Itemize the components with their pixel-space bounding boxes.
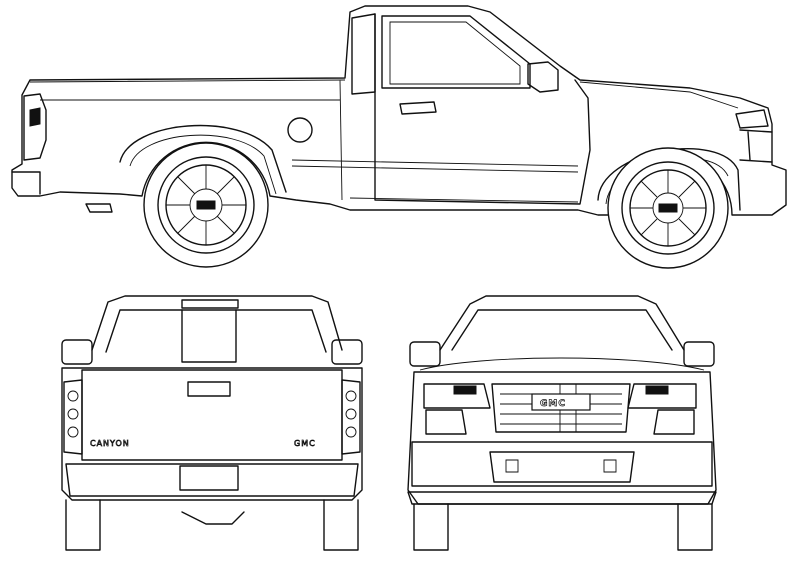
front-grille-outline bbox=[491, 383, 631, 433]
rear-rim-spokes bbox=[166, 165, 246, 245]
front-headlight-left bbox=[423, 383, 491, 409]
rear-license-plate bbox=[179, 465, 239, 491]
front-tire-right bbox=[677, 503, 713, 551]
side-door-window bbox=[381, 15, 531, 89]
rear-lamp-left-3 bbox=[67, 426, 79, 438]
side-rear-fender-flare bbox=[119, 124, 287, 193]
side-rear-bumper bbox=[11, 171, 41, 195]
side-window-inner bbox=[389, 21, 521, 85]
side-door-handle bbox=[399, 101, 437, 115]
side-bowtie-mark bbox=[29, 107, 41, 127]
front-view: GMC bbox=[407, 295, 717, 551]
rear-brake-light bbox=[181, 299, 239, 309]
rear-tire-right bbox=[323, 499, 359, 551]
front-foglight-right bbox=[653, 409, 695, 435]
side-front-wheel bbox=[607, 147, 729, 269]
front-tire-inner bbox=[621, 161, 715, 255]
front-tow-hooks bbox=[505, 459, 617, 473]
front-signal-left bbox=[453, 385, 477, 395]
front-lower-valance bbox=[407, 491, 717, 505]
front-foglight-left bbox=[425, 409, 467, 435]
rear-tire-left bbox=[65, 499, 101, 551]
side-body-molding bbox=[291, 159, 579, 173]
rear-taillight-right bbox=[341, 379, 361, 455]
side-front-fascia bbox=[739, 129, 773, 163]
side-door-outline bbox=[374, 13, 591, 205]
front-grille-logo-plate bbox=[531, 393, 591, 411]
rear-sliding-window bbox=[181, 309, 237, 363]
front-tire-left bbox=[413, 503, 449, 551]
tailgate-model-badge: CANYON bbox=[90, 439, 130, 448]
side-rear-window bbox=[351, 13, 376, 95]
rear-hitch bbox=[181, 511, 245, 525]
front-mirror-right bbox=[683, 341, 715, 367]
rear-hub-logo-bg bbox=[196, 200, 216, 210]
side-rear-fender-flare-inner bbox=[129, 134, 277, 195]
tailgate-brand-badge: GMC bbox=[294, 439, 316, 448]
front-air-intake bbox=[489, 451, 635, 483]
rear-window bbox=[105, 309, 327, 353]
front-mirror-left bbox=[409, 341, 441, 367]
side-mirror bbox=[527, 61, 559, 93]
rear-mirror-left bbox=[61, 339, 93, 365]
front-bumper bbox=[411, 441, 713, 487]
side-bed-top bbox=[29, 79, 346, 201]
rear-mirror-right bbox=[331, 339, 363, 365]
rear-lamp-right-2 bbox=[345, 408, 357, 420]
grille-logo-text: GMC bbox=[540, 399, 566, 409]
front-headlight-right bbox=[627, 383, 697, 409]
front-cab-outline bbox=[439, 295, 685, 351]
rear-body-outline bbox=[61, 367, 363, 501]
front-rim-spokes bbox=[630, 170, 706, 246]
rear-tailgate-handle bbox=[187, 381, 231, 397]
rear-lamp-left-2 bbox=[67, 408, 79, 420]
front-windshield bbox=[451, 309, 673, 351]
side-taillight bbox=[23, 93, 47, 161]
rear-bumper bbox=[65, 463, 359, 497]
rear-cab-outline bbox=[91, 295, 343, 351]
rear-lamp-right-1 bbox=[345, 390, 357, 402]
side-rocker bbox=[349, 197, 579, 203]
rear-tire-inner bbox=[157, 156, 255, 254]
side-hood-line bbox=[579, 81, 739, 109]
rear-taillight-left bbox=[63, 379, 83, 455]
side-fuel-door bbox=[287, 117, 313, 143]
side-rear-wheel bbox=[143, 142, 269, 268]
rear-view: CANYON GMC bbox=[61, 295, 363, 551]
front-hood-line bbox=[419, 357, 705, 371]
rear-lamp-right-3 bbox=[345, 426, 357, 438]
rear-lamp-left-1 bbox=[67, 390, 79, 402]
front-signal-right bbox=[645, 385, 669, 395]
front-hub-logo-bg bbox=[658, 203, 678, 213]
side-exhaust bbox=[85, 203, 113, 213]
side-headlight bbox=[735, 109, 769, 129]
side-view bbox=[11, 5, 787, 269]
